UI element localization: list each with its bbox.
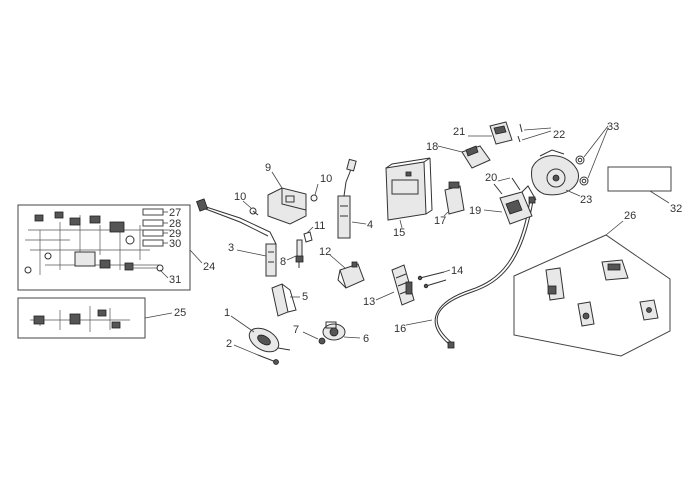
part-5-bracket	[271, 283, 297, 317]
callout-9: 9	[265, 162, 271, 174]
sensor-b	[601, 259, 629, 281]
callout-2: 2	[226, 338, 232, 350]
callout-24: 24	[203, 261, 215, 273]
secondary-harness-box	[17, 297, 146, 339]
callout-17: 17	[434, 215, 446, 227]
callout-4: 4	[367, 219, 373, 231]
callout-7: 7	[293, 324, 299, 336]
callout-1: 1	[224, 307, 230, 319]
sensor-c	[577, 301, 595, 327]
callout-25: 25	[174, 307, 186, 319]
part-16-cable	[434, 196, 536, 349]
part-10-nut-right	[310, 194, 318, 202]
callout-12: 12	[319, 246, 331, 258]
part-14-bolts	[417, 271, 447, 289]
callout-16: 16	[394, 323, 406, 335]
part-33-washers	[575, 155, 589, 186]
part-9-control-unit	[267, 187, 307, 225]
part-13-regulator	[391, 264, 415, 306]
part-32-label-box	[607, 166, 672, 192]
part-10-nut-left	[249, 207, 259, 216]
part-6-sensor	[322, 321, 346, 341]
part-20-screws	[493, 177, 521, 195]
callout-33: 33	[607, 121, 619, 133]
part-26-sensor-group	[513, 234, 671, 357]
callout-32: 32	[670, 203, 682, 215]
part-15-battery	[385, 157, 433, 221]
callout-29: 29	[169, 228, 181, 240]
callout-20: 20	[485, 172, 497, 184]
callout-5: 5	[302, 291, 308, 303]
part-31-connector	[130, 264, 169, 279]
callout-23: 23	[580, 194, 592, 206]
callout-21: 21	[453, 126, 465, 138]
part-18-starter-relay	[461, 145, 491, 169]
callout-28: 28	[169, 218, 181, 230]
callout-15: 15	[393, 227, 405, 239]
callout-6: 6	[363, 333, 369, 345]
part-2-bolt	[257, 354, 279, 365]
callout-13: 13	[363, 296, 375, 308]
callout-11: 11	[314, 220, 325, 232]
part-23-generator	[531, 149, 579, 196]
sensor-d	[639, 299, 659, 321]
part-1-horn	[248, 327, 291, 353]
callout-3: 3	[228, 242, 234, 254]
part-11-clip	[303, 231, 313, 243]
callout-19: 19	[469, 205, 481, 217]
wiring-harness-box	[17, 204, 191, 291]
callout-27: 27	[169, 207, 181, 219]
callout-31: 31	[169, 274, 181, 286]
callout-18: 18	[426, 141, 438, 153]
callout-10-left: 10	[234, 191, 246, 203]
callout-30: 30	[169, 238, 181, 250]
part-4-ignition-coil	[337, 158, 357, 239]
callout-22: 22	[553, 129, 565, 141]
part-8-spark-plug	[295, 239, 304, 268]
part-19-switch-assembly	[499, 185, 537, 225]
sensor-a	[545, 267, 565, 301]
harness-sub-boxes	[142, 208, 168, 247]
part-21-module	[489, 121, 513, 145]
part-3-ignition-coil	[196, 198, 277, 277]
part-17-fuse-box	[444, 181, 465, 215]
part-22-bolts	[517, 123, 523, 143]
callout-14: 14	[451, 265, 463, 277]
part-12-relay	[337, 261, 365, 289]
callout-26: 26	[624, 210, 636, 222]
callout-10-right: 10	[320, 173, 332, 185]
part-7-bolt	[318, 337, 326, 345]
callout-8: 8	[280, 256, 286, 268]
